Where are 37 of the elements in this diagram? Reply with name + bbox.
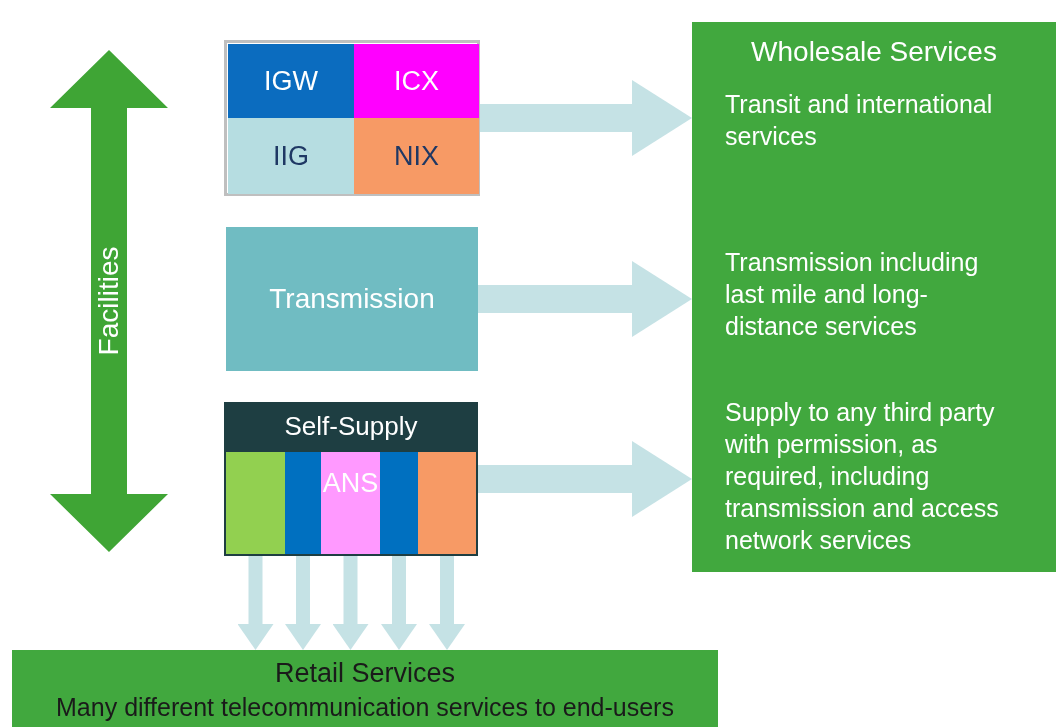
supply-box xyxy=(224,402,478,556)
service-description: Supply to any third party with permission, as required, including transmission and access network services xyxy=(725,397,1000,556)
facility-box xyxy=(228,118,354,194)
block-arrow xyxy=(237,554,274,650)
color-bar xyxy=(380,452,418,554)
block-arrow xyxy=(429,554,465,650)
box-label: IIG xyxy=(273,140,309,172)
facility-box xyxy=(354,118,479,194)
panel-heading: Retail Services xyxy=(273,657,457,690)
box-label: ANS xyxy=(322,467,379,499)
block-arrow xyxy=(285,554,321,650)
box-label: IGW xyxy=(264,65,318,97)
facility-box xyxy=(354,44,479,118)
service-description: Transit and international services xyxy=(725,89,994,152)
block-arrow xyxy=(381,554,417,650)
block-arrow xyxy=(332,554,369,650)
services-panel xyxy=(12,650,718,727)
double-arrow xyxy=(50,50,168,552)
service-description: Many different telecommunication services to end-users xyxy=(55,692,675,724)
facility-grid xyxy=(224,40,480,196)
box-label: ICX xyxy=(394,65,439,97)
box-label: NIX xyxy=(394,140,439,172)
block-arrow xyxy=(478,261,692,337)
box-label: Transmission xyxy=(269,283,435,315)
arrow-label: Facilities xyxy=(93,246,125,356)
facility-box xyxy=(321,452,380,554)
block-arrow xyxy=(478,441,692,517)
facility-box xyxy=(228,44,354,118)
panel-heading: Wholesale Services xyxy=(750,35,998,69)
facility-box xyxy=(226,227,478,371)
block-arrow xyxy=(480,80,692,156)
color-bar xyxy=(285,452,321,554)
services-panel xyxy=(692,22,1056,572)
color-bar xyxy=(418,452,476,554)
color-bar xyxy=(226,452,285,554)
service-description: Transmission including last mile and long-distance services xyxy=(725,247,980,342)
box-heading: Self-Supply xyxy=(283,410,419,443)
